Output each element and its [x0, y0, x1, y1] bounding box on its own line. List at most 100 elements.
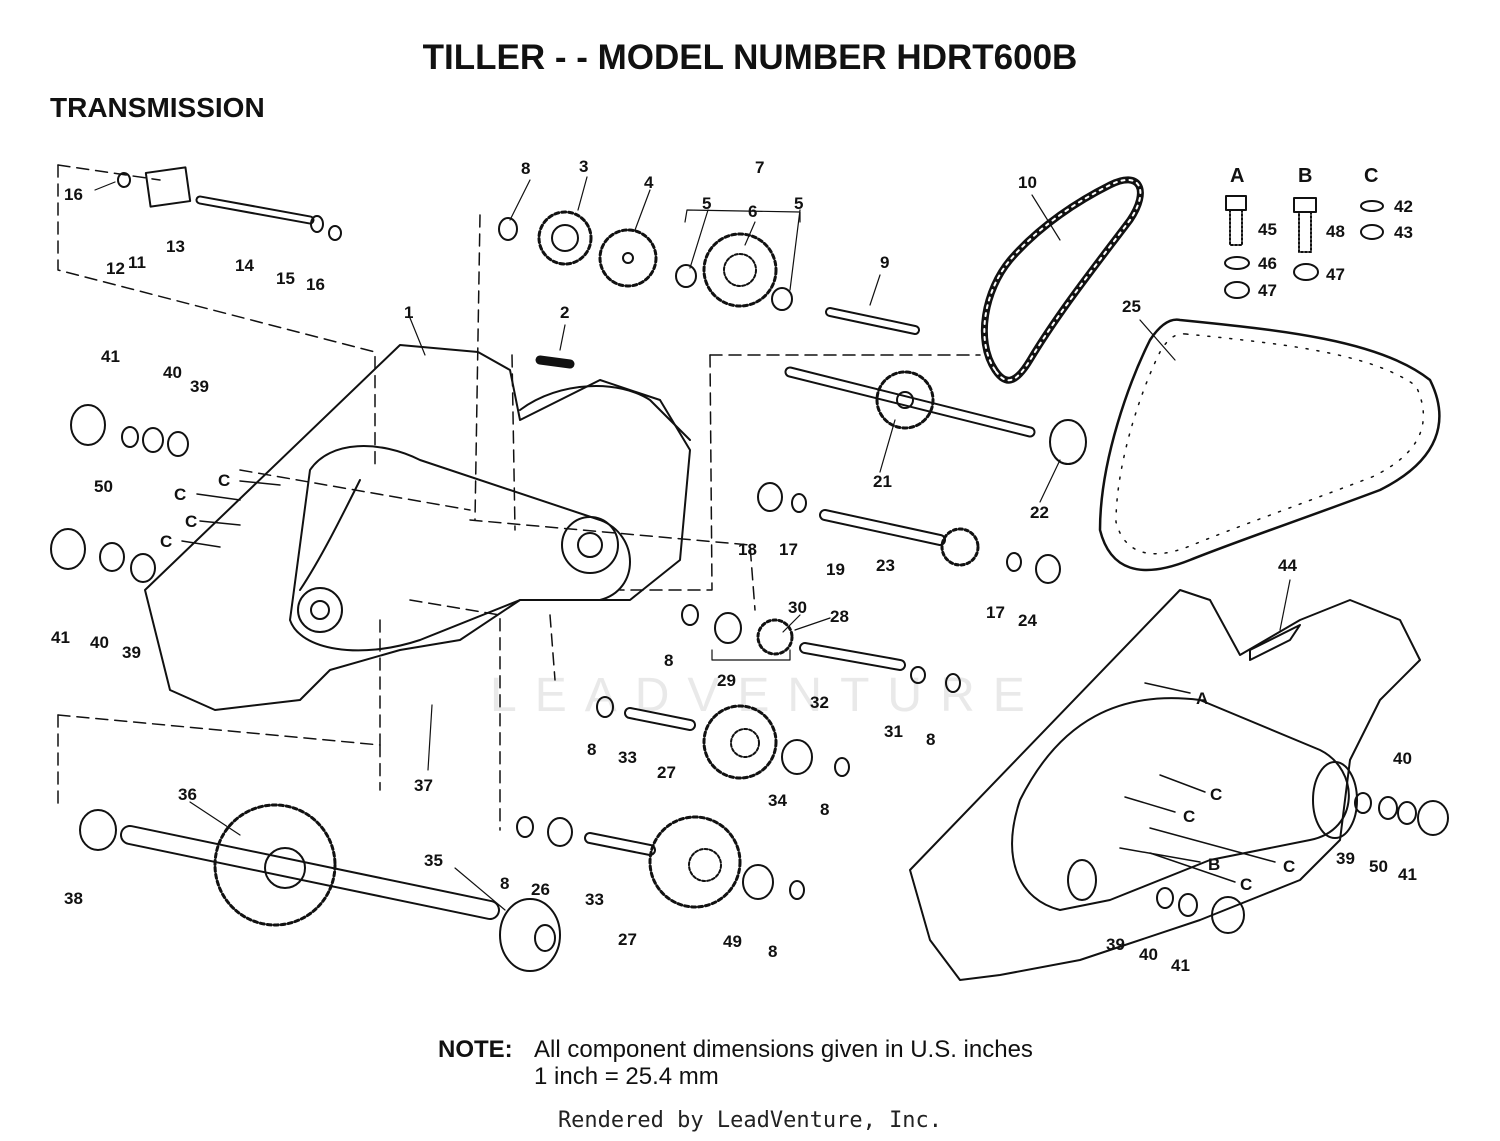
gasket: [1098, 318, 1441, 572]
guide-line: [474, 214, 481, 521]
callout: 12: [106, 259, 125, 278]
callout: 17: [779, 540, 798, 559]
callout: 8: [768, 942, 777, 961]
callout: 8: [664, 651, 673, 670]
note-line-2: 1 inch = 25.4 mm: [534, 1063, 719, 1090]
note-line-1: All component dimensions given in U.S. i…: [534, 1036, 1033, 1063]
page-title: TILLER - - MODEL NUMBER HDRT600B: [422, 38, 1078, 77]
callout: 8: [587, 740, 596, 759]
flow-mark: C: [1183, 807, 1195, 826]
gear-27-upper: [702, 704, 778, 780]
callout: 50: [94, 477, 113, 496]
flow-marks: C C C C A C C B C C: [160, 471, 1295, 894]
flow-mark: C: [1283, 857, 1295, 876]
flow-mark: C: [160, 532, 172, 551]
callout: 25: [1122, 297, 1141, 316]
flow-mark: C: [1210, 785, 1222, 804]
callout: 39: [1336, 849, 1355, 868]
callout: 48: [1326, 222, 1345, 241]
guide-line: [549, 614, 556, 681]
callout: 30: [788, 598, 807, 617]
callout: 6: [748, 202, 757, 221]
callout: 33: [585, 890, 604, 909]
footer-credit: Rendered by LeadVenture, Inc.: [557, 1108, 943, 1133]
callout: 5: [794, 194, 803, 213]
guide-line: [57, 164, 376, 471]
gear-27-lower: [648, 815, 742, 909]
callout: 46: [1258, 254, 1277, 273]
callout: 40: [1139, 945, 1158, 964]
callout: 22: [1030, 503, 1049, 522]
callout: 17: [986, 603, 1005, 622]
left-housing: [144, 344, 691, 711]
callout: 39: [122, 643, 141, 662]
callout: 10: [1018, 173, 1037, 192]
callout: 43: [1394, 223, 1413, 242]
callout: 41: [1171, 956, 1190, 975]
hardware-group-b: B: [1298, 165, 1312, 187]
callout: 39: [190, 377, 209, 396]
sprocket-4: [598, 228, 658, 288]
callout: 8: [521, 159, 530, 178]
callout: 50: [1369, 857, 1388, 876]
callout: 49: [723, 932, 742, 951]
watermark: LEADVENTURE: [490, 669, 1043, 722]
hardware-group-c: C: [1364, 165, 1378, 187]
part-callouts: 16 11 12 13 14 15 16 8 3 4 5 6 7 5 9 10 …: [51, 157, 1417, 975]
flow-arrows: [181, 480, 1276, 883]
callout: 26: [531, 880, 550, 899]
callout: 23: [876, 556, 895, 575]
hardware-group-labels: A B C: [1230, 165, 1378, 187]
callout: 41: [51, 628, 70, 647]
callout: 45: [1258, 220, 1277, 239]
callout: 8: [820, 800, 829, 819]
callout: 34: [768, 791, 787, 810]
callout: 2: [560, 303, 569, 322]
flow-mark: C: [185, 512, 197, 531]
callout: 32: [810, 693, 829, 712]
callout: 36: [178, 785, 197, 804]
right-housing: [909, 589, 1421, 981]
callout: 37: [414, 776, 433, 795]
callout: 27: [657, 763, 676, 782]
callout: 18: [738, 540, 757, 559]
callout: 13: [166, 237, 185, 256]
section-heading: TRANSMISSION: [50, 92, 265, 123]
sprocket-21: [875, 370, 935, 430]
callout: 41: [1398, 865, 1417, 884]
guide-line: [57, 714, 381, 791]
gear-23: [940, 527, 980, 567]
flow-mark: C: [1240, 875, 1252, 894]
callout: 3: [579, 157, 588, 176]
note-label: NOTE:: [438, 1036, 513, 1063]
callout: 5: [702, 194, 711, 213]
callout: 27: [618, 930, 637, 949]
gear-6: [702, 232, 778, 308]
callout: 42: [1394, 197, 1413, 216]
leader-lines: [94, 176, 1291, 911]
callout: 47: [1258, 281, 1277, 300]
flow-mark: A: [1196, 689, 1208, 708]
hardware-icons: [1224, 195, 1384, 299]
bearings-washers: [50, 166, 1449, 972]
callout: 19: [826, 560, 845, 579]
callout: 11: [128, 253, 146, 272]
callout: 33: [618, 748, 637, 767]
callout: 41: [101, 347, 120, 366]
callout: 47: [1326, 265, 1345, 284]
sprocket-3: [537, 210, 593, 266]
guide-line: [469, 519, 756, 611]
callout: 1: [404, 303, 413, 322]
flow-mark: B: [1208, 855, 1220, 874]
callout: 29: [717, 671, 736, 690]
callout: 38: [64, 889, 83, 908]
guide-line: [57, 164, 161, 181]
guide-lines: [57, 164, 981, 831]
callout: 16: [306, 275, 325, 294]
callout: 40: [163, 363, 182, 382]
flow-mark: C: [174, 485, 186, 504]
callout: 44: [1278, 556, 1297, 575]
callout: 35: [424, 851, 443, 870]
callout: 40: [1393, 749, 1412, 768]
